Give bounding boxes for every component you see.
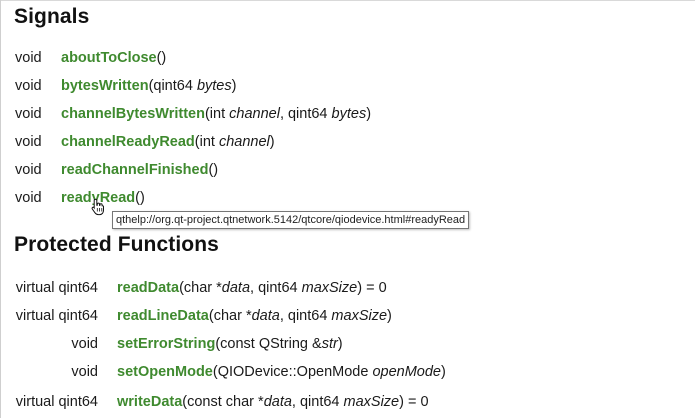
params-close: ) = 0 [399,394,429,410]
signature: readLineData(char *data, qint64 maxSize) [117,306,392,326]
return-type: void [15,78,42,94]
function-link[interactable]: readChannelFinished [61,162,209,178]
function-row: void setErrorString(const QString &str) [0,334,695,354]
return-type: void [15,134,42,150]
param-name: channel [229,106,280,122]
function-link[interactable]: writeData [117,394,183,410]
link-tooltip: qthelp://org.qt-project.qtnetwork.5142/q… [112,211,470,229]
params: () [208,162,219,178]
param-name: bytes [331,106,367,122]
params-close: ) [269,134,275,150]
param-name: openMode [372,364,441,380]
signature: readyRead() [61,188,145,208]
signature: bytesWritten(qint64 bytes) [61,76,236,96]
param-name: bytes [196,78,232,94]
function-row: virtual qint64 readData(char *data, qint… [0,278,695,298]
params-close: ) = 0 [357,280,387,296]
return-type: virtual qint64 [15,280,98,296]
hand-pointer-icon [91,198,104,216]
function-link[interactable]: setErrorString [117,336,216,352]
signature: setErrorString(const QString &str) [117,334,343,354]
return-type: void [15,50,42,66]
return-type: void [15,190,42,206]
signature: writeData(const char *data, qint64 maxSi… [117,392,429,412]
param-name: channel [218,134,270,150]
params-mid: , qint64 [279,308,332,324]
return-type: void [71,336,98,352]
params-open: (char * [179,280,222,296]
params-open: (int [204,106,230,122]
param-name: data [251,308,280,324]
function-link[interactable]: readLineData [117,308,209,324]
function-link[interactable]: setOpenMode [117,364,213,380]
function-link[interactable]: readData [117,280,180,296]
return-type: virtual qint64 [15,394,98,410]
params: () [156,50,167,66]
params-open: (char * [208,308,252,324]
param-name: data [263,394,292,410]
top-border [0,0,695,1]
params-close: ) [440,364,446,380]
return-type: virtual qint64 [15,308,98,324]
return-type: void [15,106,42,122]
params-open: (QIODevice::OpenMode [212,364,373,380]
param-name: maxSize [331,308,388,324]
function-link[interactable]: channelBytesWritten [61,106,205,122]
signature: aboutToClose() [61,48,166,68]
signature: readData(char *data, qint64 maxSize) = 0 [117,278,387,298]
signature: readChannelFinished() [61,160,218,180]
signature: channelBytesWritten(int channel, qint64 … [61,104,371,124]
params-close: ) [366,106,372,122]
signal-row: void bytesWritten(qint64 bytes) [0,76,695,96]
function-link[interactable]: channelReadyRead [61,134,195,150]
signal-row: void readChannelFinished() [0,160,695,180]
param-name: data [221,280,251,296]
function-row: void setOpenMode(QIODevice::OpenMode ope… [0,362,695,382]
params-open: (qint64 [148,78,197,94]
signal-row: void aboutToClose() [0,48,695,68]
params: () [135,190,145,206]
params-close: ) [337,336,343,352]
param-name: maxSize [301,280,358,296]
params-open: (const char * [182,394,264,410]
signature: channelReadyRead(int channel) [61,132,275,152]
return-type: void [71,364,98,380]
function-row: virtual qint64 readLineData(char *data, … [0,306,695,326]
param-name: str [321,336,338,352]
return-type: void [15,162,42,178]
signal-row: void channelBytesWritten(int channel, qi… [0,104,695,124]
function-link[interactable]: aboutToClose [61,50,157,66]
params-mid: , qint64 [250,280,302,296]
function-link[interactable]: bytesWritten [61,78,149,94]
params-mid: , qint64 [279,106,332,122]
signature: setOpenMode(QIODevice::OpenMode openMode… [117,362,446,382]
protected-functions-heading: Protected Functions [14,233,219,256]
param-name: maxSize [343,394,400,410]
params-open: (const QString & [215,336,322,352]
params-close: ) [231,78,237,94]
left-border [0,0,1,418]
signals-heading: Signals [14,5,90,28]
params-mid: , qint64 [291,394,344,410]
signal-row: void readyRead() [0,188,695,208]
function-row: virtual qint64 writeData(const char *dat… [0,392,695,412]
params-close: ) [387,308,392,324]
signal-row: void channelReadyRead(int channel) [0,132,695,152]
function-link[interactable]: readyRead [61,190,136,206]
params-open: (int [194,134,219,150]
